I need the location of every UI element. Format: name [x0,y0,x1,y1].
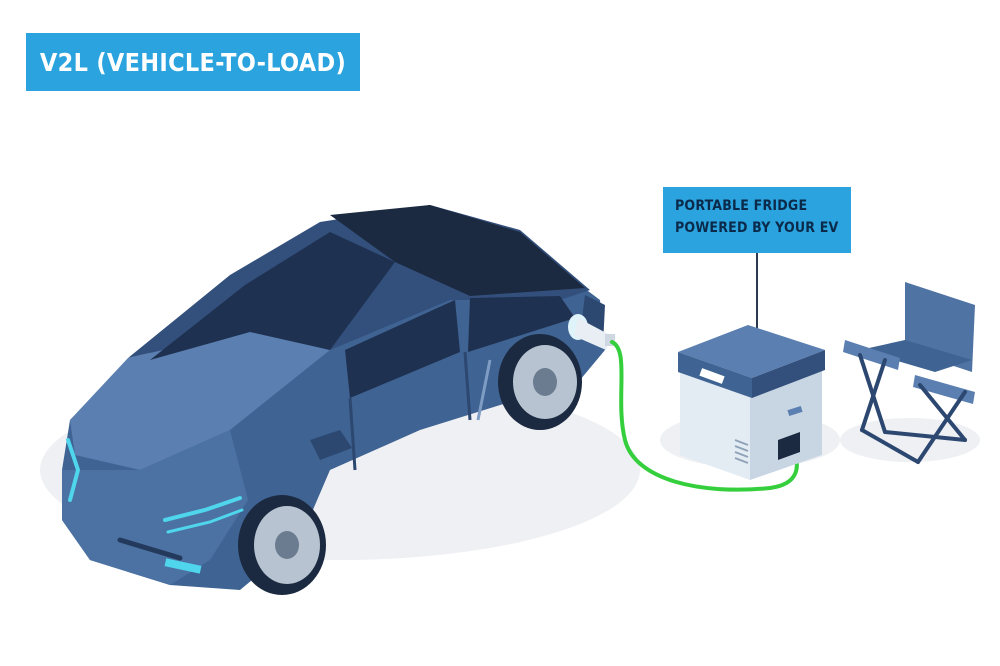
front-wheel [238,495,326,595]
fridge-callout: PORTABLE FRIDGE POWERED BY YOUR EV [663,187,851,253]
rear-wheel [498,334,582,430]
callout-line-1: PORTABLE FRIDGE [675,198,808,214]
charging-plug-icon [568,314,615,350]
camping-chair-icon [843,282,975,464]
callout-line-2: POWERED BY YOUR EV [675,220,839,236]
portable-fridge-icon [678,325,825,480]
page-title: V2L (VEHICLE-TO-LOAD) [26,33,360,91]
power-cable-icon [610,340,799,492]
chair-shadow [840,418,980,462]
electric-car-icon [62,205,605,595]
